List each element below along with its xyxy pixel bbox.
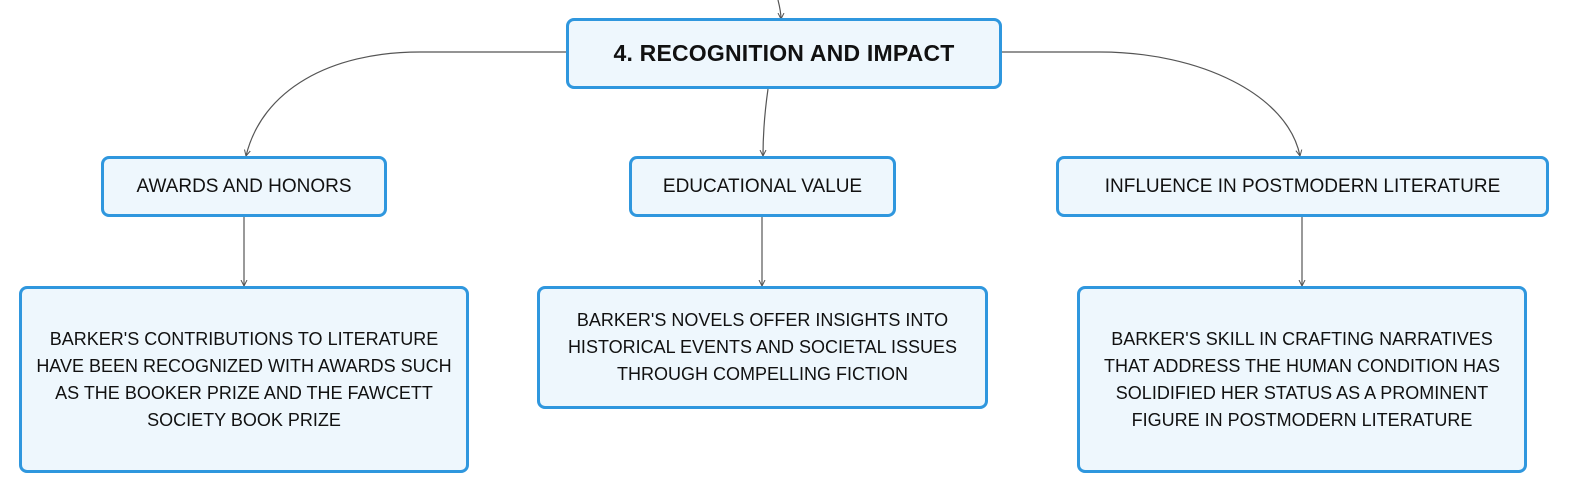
root-node[interactable]: 4. RECOGNITION AND IMPACT bbox=[566, 18, 1002, 89]
detail-node-influence[interactable]: BARKER'S SKILL IN CRAFTING NARRATIVES TH… bbox=[1077, 286, 1527, 473]
branch-node-awards[interactable]: AWARDS AND HONORS bbox=[101, 156, 387, 217]
detail-node-text: BARKER'S CONTRIBUTIONS TO LITERATURE HAV… bbox=[36, 328, 452, 430]
branch-node-label: EDUCATIONAL VALUE bbox=[662, 175, 863, 197]
branch-node-label: INFLUENCE IN POSTMODERN LITERATURE bbox=[1104, 175, 1501, 197]
root-node-label: 4. RECOGNITION AND IMPACT bbox=[613, 40, 955, 66]
connector-root-to-influence bbox=[1002, 51, 1300, 156]
detail-node-awards[interactable]: BARKER'S CONTRIBUTIONS TO LITERATURE HAV… bbox=[19, 286, 469, 473]
branch-node-label: AWARDS AND HONORS bbox=[136, 175, 352, 197]
connector-root-to-awards bbox=[246, 51, 566, 156]
connector-parent-to-root bbox=[777, 0, 781, 19]
detail-node-text: BARKER'S NOVELS OFFER INSIGHTS INTO HIST… bbox=[567, 310, 958, 384]
connector-root-to-educational bbox=[763, 88, 769, 156]
detail-node-educational[interactable]: BARKER'S NOVELS OFFER INSIGHTS INTO HIST… bbox=[537, 286, 988, 409]
branch-node-educational[interactable]: EDUCATIONAL VALUE bbox=[629, 156, 896, 217]
branch-node-influence[interactable]: INFLUENCE IN POSTMODERN LITERATURE bbox=[1056, 156, 1549, 217]
detail-node-text: BARKER'S SKILL IN CRAFTING NARRATIVES TH… bbox=[1103, 328, 1501, 430]
